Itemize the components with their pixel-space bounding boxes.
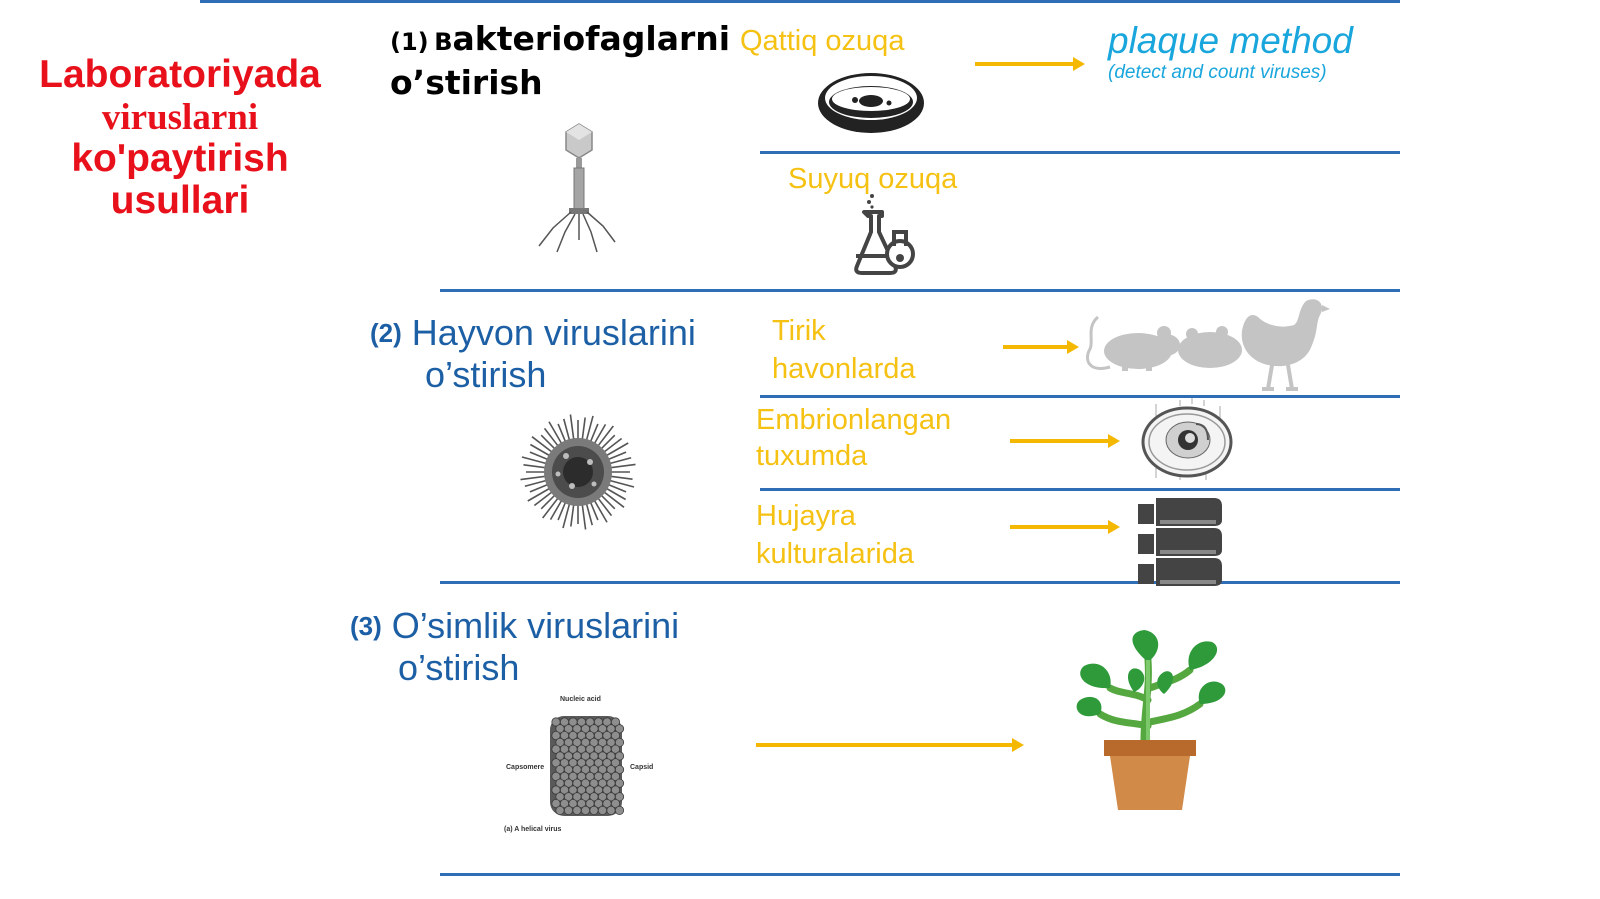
section1-title-prefix: B: [434, 28, 453, 56]
main-title-line4: usullari: [110, 179, 250, 222]
method-embryonated-egg-line2: tuxumda: [756, 440, 868, 472]
plaque-method-title: plaque method: [1108, 20, 1353, 61]
plaque-method-block: plaque method (detect and count viruses): [1108, 20, 1353, 84]
method-embryonated-egg-line1: Embrionlangan: [756, 404, 952, 436]
section2-title-line2: o’stirish: [425, 354, 547, 395]
method-live-animals: Tirik havonlarda: [772, 312, 916, 388]
section1-number: (1): [390, 28, 429, 56]
bacteriophage-icon: [538, 123, 616, 253]
tmv-label-left: Capsomere: [506, 764, 545, 771]
section2-heading: (2) Hayvon viruslarini o’stirish: [370, 312, 696, 396]
helical-virus-figure: Nucleic acid Capsomere Capsid (a) A heli…: [500, 696, 670, 836]
section3-heading: (3) O’simlik viruslarini o’stirish: [350, 605, 679, 689]
helical-virus-icon: [550, 716, 625, 816]
top-line: [200, 0, 1400, 3]
arrow-to-plant: [756, 738, 1024, 752]
section3-title-line2: o’stirish: [398, 647, 520, 688]
section1-divider: [760, 151, 1400, 154]
potted-plant-icon: [1076, 630, 1226, 810]
arrow-solid-to-plaque: [975, 57, 1085, 71]
arrow-to-cell-culture: [1010, 520, 1120, 534]
main-title-line1: Laboratoriyada: [39, 53, 321, 96]
main-title: Laboratoriyada viruslarni ko'paytirish u…: [20, 52, 340, 222]
hamster-icon: [1178, 326, 1242, 368]
section1-title: akteriofaglarni: [452, 19, 731, 58]
method-cell-culture-line2: kulturalarida: [756, 538, 914, 570]
virus-icon: [520, 414, 636, 530]
section-line-1: [440, 289, 1400, 292]
section3-title-line1: O’simlik viruslarini: [391, 605, 680, 646]
tmv-label-top: Nucleic acid: [560, 696, 601, 703]
chicken-icon: [1241, 299, 1330, 391]
mouse-icon: [1086, 315, 1180, 371]
method-cell-culture-line1: Hujayra: [756, 500, 856, 532]
liquid-medium-label: Suyuq ozuqa: [788, 163, 958, 195]
petri-dish-icon: [818, 73, 924, 133]
main-title-line2: viruslarni: [101, 97, 259, 138]
cell-culture-flasks-icon: [1138, 498, 1222, 586]
plaque-method-subtitle: (detect and count viruses): [1108, 62, 1327, 83]
method-embryonated-egg: Embrionlangan tuxumda: [756, 402, 951, 474]
section-line-2: [440, 581, 1400, 584]
method-cell-culture: Hujayra kulturalarida: [756, 497, 914, 573]
tmv-label-right: Capsid: [630, 764, 654, 771]
method-live-animals-line1: Tirik: [772, 315, 826, 347]
tmv-label-bottom: (a) A helical virus: [504, 826, 562, 833]
section1-heading: (1) Bakteriofaglarni o’stirish: [390, 20, 730, 102]
section2-number: (2): [370, 318, 402, 348]
main-title-line3: ko'paytirish: [71, 137, 289, 180]
section2-divider-b: [760, 488, 1400, 491]
flasks-icon: [854, 194, 915, 275]
method-live-animals-line2: havonlarda: [772, 353, 916, 385]
arrow-to-egg: [1010, 434, 1120, 448]
section2-title-line1: Hayvon viruslarini: [411, 312, 696, 353]
section2-divider-a: [760, 395, 1400, 398]
solid-medium-label: Qattiq ozuqa: [740, 25, 905, 57]
section1-title-line2: o’stirish: [390, 63, 543, 102]
arrow-to-animals: [1003, 340, 1079, 354]
section-line-3: [440, 873, 1400, 876]
section3-number: (3): [350, 611, 382, 641]
egg-icon: [1141, 398, 1233, 480]
